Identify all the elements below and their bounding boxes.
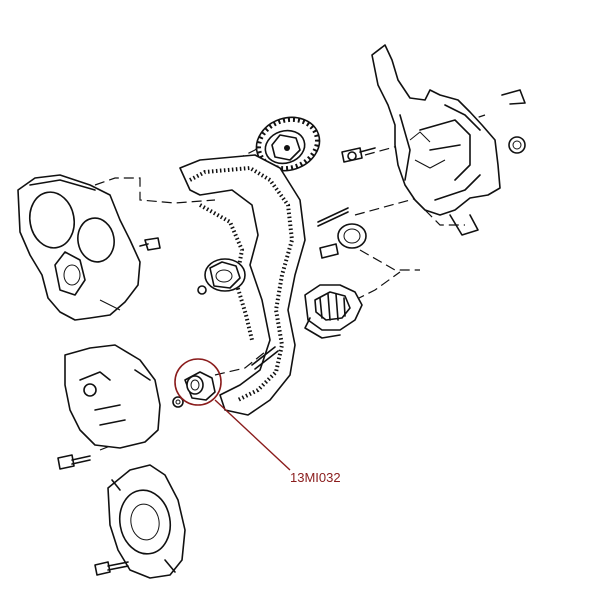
lower-cover-bolt [57, 454, 91, 470]
tensioner-roller [172, 371, 216, 408]
callout-leader-line [214, 399, 291, 471]
crankshaft-sprocket [197, 258, 246, 295]
idler-pulley [319, 223, 367, 259]
upper-timing-cover [17, 174, 141, 321]
callout-circle [174, 358, 222, 406]
part-number-label: 13MI032 [290, 470, 341, 485]
lower-timing-cover [64, 344, 161, 449]
tensioner-stud [251, 207, 349, 370]
upper-bolt [341, 147, 376, 163]
rear-lower-shield [107, 464, 186, 579]
shield-bolt [94, 561, 129, 576]
cover-clip [139, 237, 161, 251]
camshaft-sprocket [255, 116, 321, 172]
part-callout: 13MI032 [174, 358, 341, 485]
rear-timing-cover [371, 44, 526, 236]
water-pump [304, 284, 363, 339]
